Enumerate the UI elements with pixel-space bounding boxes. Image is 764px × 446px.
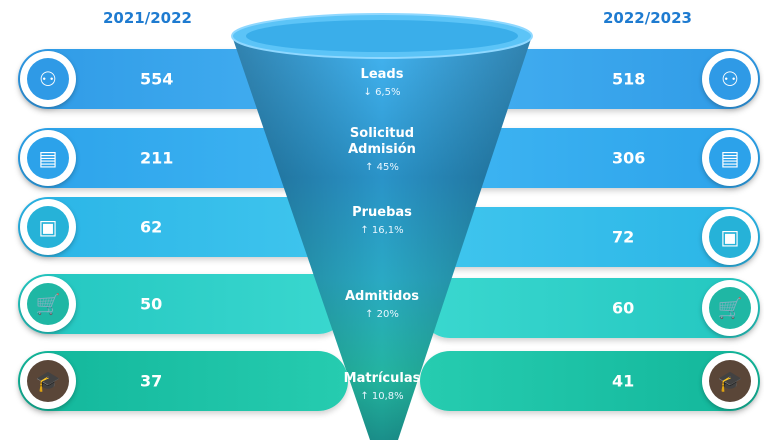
stage-admitidos: Admitidos ↑ 20% <box>330 289 434 320</box>
band-right-pruebas: ▣ 72 <box>420 207 760 267</box>
icon-bubble: 🎓 <box>702 353 758 409</box>
icon-bubble: ⚇ <box>20 51 76 107</box>
stage-change: ↑ 10,8% <box>360 391 404 402</box>
year-label-left: 2021/2022 <box>103 9 192 27</box>
icon-bubble: ⚇ <box>702 51 758 107</box>
icon-bubble: ▤ <box>20 130 76 186</box>
value-right-admitidos: 60 <box>612 298 635 318</box>
cart-icon: 🛒 <box>717 296 743 320</box>
stage-matriculas: Matrículas ↑ 10,8% <box>330 371 434 402</box>
stage-pruebas: Pruebas ↑ 16,1% <box>330 205 434 236</box>
clipboard-icon: ▤ <box>720 146 740 170</box>
exam-sheet-icon: ▣ <box>720 225 740 249</box>
stage-change: ↑ 20% <box>365 309 399 320</box>
value-right-leads: 518 <box>612 69 646 89</box>
graduation-cap-icon: 🎓 <box>717 369 743 393</box>
value-right-solicitud: 306 <box>612 148 646 168</box>
value-left-pruebas: 62 <box>140 217 163 237</box>
icon-bubble: 🛒 <box>20 276 76 332</box>
stage-change: ↑ 45% <box>365 162 399 173</box>
stage-title: Matrículas <box>343 371 421 386</box>
icon-bubble: ▤ <box>702 130 758 186</box>
stage-solicitud: Solicitud Admisión ↑ 45% <box>330 126 434 173</box>
stage-title: Leads <box>360 67 404 82</box>
band-right-matriculas: 🎓 41 <box>420 351 760 411</box>
band-right-admitidos: 🛒 60 <box>420 278 760 338</box>
stage-change: ↓ 6,5% <box>363 87 401 98</box>
stage-title: Pruebas <box>352 205 412 220</box>
band-left-admitidos: 🛒 50 <box>18 274 348 334</box>
value-left-admitidos: 50 <box>140 294 163 314</box>
funnel-opening <box>246 20 518 52</box>
cart-icon: 🛒 <box>35 292 61 316</box>
icon-bubble: 🛒 <box>702 280 758 336</box>
value-left-leads: 554 <box>140 69 174 89</box>
icon-bubble: ▣ <box>20 199 76 255</box>
value-left-solicitud: 211 <box>140 148 174 168</box>
funnel-shading <box>232 36 532 440</box>
icon-bubble: 🎓 <box>20 353 76 409</box>
stage-title-line1: Solicitud <box>349 126 415 141</box>
people-circles-icon: ⚇ <box>39 67 57 91</box>
clipboard-icon: ▤ <box>38 146 58 170</box>
value-right-matriculas: 41 <box>612 371 635 391</box>
stage-change: ↑ 16,1% <box>360 225 404 236</box>
icon-bubble: ▣ <box>702 209 758 265</box>
people-circles-icon: ⚇ <box>721 67 739 91</box>
stage-title: Admitidos <box>344 289 419 304</box>
stage-leads: Leads ↓ 6,5% <box>330 67 434 98</box>
value-right-pruebas: 72 <box>612 227 635 247</box>
band-left-matriculas: 🎓 37 <box>18 351 348 411</box>
exam-sheet-icon: ▣ <box>38 215 58 239</box>
graduation-cap-icon: 🎓 <box>35 369 61 393</box>
year-label-right: 2022/2023 <box>603 9 692 27</box>
value-left-matriculas: 37 <box>140 371 163 391</box>
stage-title-line2: Admisión <box>348 142 416 157</box>
